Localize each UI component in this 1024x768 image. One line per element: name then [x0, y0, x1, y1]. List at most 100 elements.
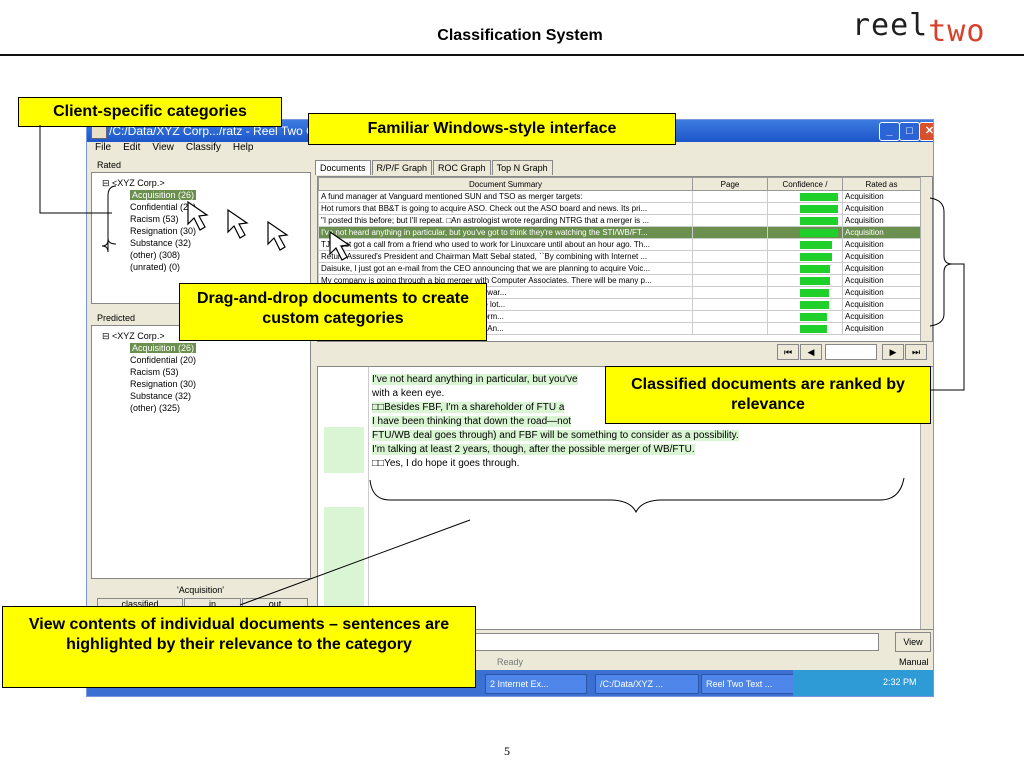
confidence-bar	[800, 276, 830, 285]
header-divider	[0, 54, 1024, 56]
close-button[interactable]: ✕	[919, 122, 933, 141]
relevance-gutter	[318, 367, 369, 629]
tab-roc-graph[interactable]: ROC Graph	[433, 160, 491, 175]
predicted-item-confidential[interactable]: Confidential (20)	[130, 355, 197, 365]
viewer-sentence: with a keen eye.	[372, 388, 445, 399]
view-button[interactable]: View	[895, 632, 931, 652]
grid-body: A fund manager at Vanguard mentioned SUN…	[318, 190, 921, 335]
clock: 2:32 PM	[883, 677, 917, 687]
confidence-bar	[800, 288, 829, 297]
brace-grid	[929, 197, 953, 327]
predicted-item-other[interactable]: (other) (325)	[130, 403, 181, 413]
callout-drag-drop: Drag-and-drop documents to create custom…	[179, 283, 487, 341]
document-table: Document Summary Page Confidence / Rated…	[318, 177, 921, 335]
callout-familiar-interface: Familiar Windows-style interface	[308, 113, 676, 145]
status-text: Ready	[497, 657, 524, 667]
predicted-label: Predicted	[97, 313, 136, 323]
confidence-bar	[800, 204, 838, 213]
mode-text: Manual	[899, 657, 929, 667]
predicted-root-label: <XYZ Corp.>	[112, 331, 165, 341]
table-row[interactable]: "I posted this before; but I'll repeat. …	[318, 214, 921, 227]
confidence-bar	[800, 324, 827, 333]
category-caption: 'Acquisition'	[177, 585, 224, 595]
rated-item-other[interactable]: (other) (308)	[130, 250, 181, 260]
viewer-sentence: I'm talking at least 2 years, though, af…	[372, 444, 695, 455]
last-page-icon[interactable]: ⏭	[905, 344, 927, 360]
tab-documents[interactable]: Documents	[315, 160, 371, 175]
rated-root[interactable]: ⊟ <XYZ Corp.>	[102, 178, 165, 188]
menu-classify[interactable]: Classify	[185, 142, 221, 153]
tab-rpf-graph[interactable]: R/P/F Graph	[371, 160, 433, 175]
predicted-item-substance[interactable]: Substance (32)	[130, 391, 192, 401]
page-field[interactable]	[825, 344, 877, 360]
predicted-item-resignation[interactable]: Resignation (30)	[130, 379, 197, 389]
table-row[interactable]: Hot rumors that BB&T is going to acquire…	[318, 202, 921, 215]
document-grid: Document Summary Page Confidence / Rated…	[317, 176, 933, 342]
grid-scrollbar[interactable]	[920, 177, 932, 341]
callout-view-contents: View contents of individual documents – …	[2, 606, 476, 688]
menu-bar: File Edit View Classify Help	[87, 142, 933, 158]
confidence-bar	[800, 228, 838, 237]
brand-part-reel: reel	[852, 8, 929, 43]
first-page-icon[interactable]: ⏮	[777, 344, 799, 360]
brand-part-two: two	[928, 14, 986, 49]
rated-root-label: <XYZ Corp.>	[112, 178, 165, 188]
viewer-sentence: FTU/WB deal goes through) and FBF will b…	[372, 430, 739, 441]
confidence-bar	[800, 252, 832, 261]
slide-title: Classification System	[437, 27, 603, 44]
page-number: 5	[504, 744, 510, 758]
cell-confidence	[767, 322, 843, 335]
table-row[interactable]: TJ, I just got a call from a friend who …	[318, 238, 921, 251]
rated-item-resignation[interactable]: Resignation (30)	[130, 226, 197, 236]
connector-view	[239, 519, 471, 606]
table-row[interactable]: A fund manager at Vanguard mentioned SUN…	[318, 190, 921, 203]
callout-client-specific: Client-specific categories	[18, 97, 282, 127]
window-title: /C:/Data/XYZ Corp.../ratz - Reel Two Cla	[109, 124, 325, 138]
confidence-bar	[800, 312, 827, 321]
grid-header-row: Document Summary Page Confidence / Rated…	[318, 177, 921, 191]
viewer-scrollbar[interactable]	[920, 367, 933, 629]
system-tray: 2:32 PM	[793, 670, 933, 696]
connector-client	[39, 125, 112, 214]
menu-edit[interactable]: Edit	[123, 142, 141, 153]
confidence-bar	[800, 240, 832, 249]
brace-viewer	[369, 477, 905, 514]
connector-classified	[930, 263, 965, 391]
header-confidence[interactable]: Confidence /	[767, 177, 843, 191]
relevance-block	[324, 427, 364, 473]
table-row[interactable]: I've not heard anything in particular, b…	[318, 226, 921, 239]
prev-page-icon[interactable]: ◀	[800, 344, 822, 360]
viewer-sentence: □□Yes, I do hope it goes through.	[372, 458, 520, 469]
tab-top-n-graph[interactable]: Top N Graph	[491, 160, 553, 175]
menu-view[interactable]: View	[152, 142, 174, 153]
confidence-bar	[800, 264, 830, 273]
confidence-bar	[800, 300, 829, 309]
task-data-folder[interactable]: /C:/Data/XYZ ...	[595, 674, 699, 694]
task-reel-two[interactable]: Reel Two Text ...	[701, 674, 803, 694]
brace-rated	[101, 185, 117, 253]
rated-item-substance[interactable]: Substance (32)	[130, 238, 192, 248]
viewer-sentence: I have been thinking that down the road—…	[372, 416, 572, 427]
confidence-bar	[800, 216, 838, 225]
predicted-item-racism[interactable]: Racism (53)	[130, 367, 179, 377]
menu-file[interactable]: File	[95, 142, 112, 153]
predicted-item-acquisition[interactable]: Acquisition (26)	[130, 343, 197, 353]
minimize-button[interactable]: _	[879, 122, 900, 141]
header-page[interactable]: Page	[692, 177, 768, 191]
predicted-tree: ⊟ <XYZ Corp.> Acquisition (26) Confident…	[91, 325, 311, 579]
task-internet-explorer[interactable]: 2 Internet Ex...	[485, 674, 587, 694]
brand-logo: reeltwo	[852, 8, 985, 49]
predicted-root[interactable]: ⊟ <XYZ Corp.>	[102, 331, 165, 341]
rated-item-unrated[interactable]: (unrated) (0)	[130, 262, 181, 272]
viewer-text: I've not heard anything in particular, b…	[372, 373, 918, 471]
viewer-sentence: □□Besides FBF, I'm a shareholder of FTU …	[372, 402, 565, 413]
next-page-icon[interactable]: ▶	[882, 344, 904, 360]
menu-help[interactable]: Help	[232, 142, 254, 153]
rated-item-acquisition[interactable]: Acquisition (26)	[130, 190, 197, 200]
rated-item-racism[interactable]: Racism (53)	[130, 214, 179, 224]
rated-label: Rated	[97, 160, 122, 170]
viewer-sentence: I've not heard anything in particular, b…	[372, 374, 578, 385]
rated-item-confidential[interactable]: Confidential (20)	[130, 202, 197, 212]
